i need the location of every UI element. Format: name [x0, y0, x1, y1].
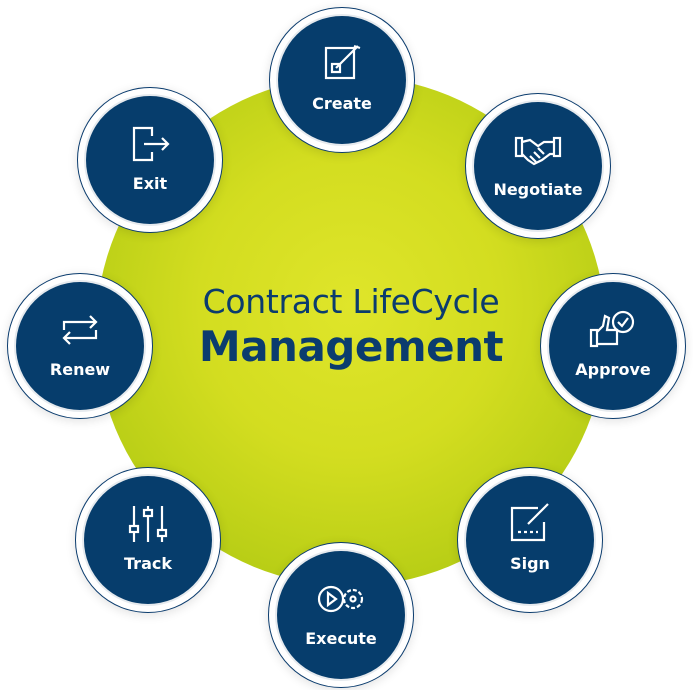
- stage-renew[interactable]: Renew: [7, 273, 153, 419]
- title-line-1: Contract LifeCycle: [202, 282, 500, 321]
- signature-icon: [510, 502, 549, 541]
- edit-document-icon: [324, 44, 361, 79]
- stage-approve[interactable]: Approve: [540, 273, 686, 419]
- stage-label: Approve: [575, 359, 651, 379]
- thumbs-up-check-icon: [589, 310, 635, 347]
- stage-label: Negotiate: [493, 179, 583, 199]
- stage-label: Execute: [305, 628, 377, 648]
- stage-sign[interactable]: Sign: [457, 467, 603, 613]
- title-line-2: Management: [198, 322, 504, 371]
- diagram-title: Contract LifeCycle Management: [96, 282, 606, 372]
- play-gear-icon: [317, 585, 364, 612]
- stage-track[interactable]: Track: [75, 467, 221, 613]
- stage-label: Renew: [49, 359, 111, 379]
- renew-arrows-icon: [62, 314, 98, 345]
- stage-label: Track: [124, 553, 172, 573]
- sliders-icon: [128, 505, 168, 542]
- stage-label: Sign: [510, 553, 550, 573]
- stage-exit[interactable]: Exit: [77, 87, 223, 233]
- exit-door-icon: [132, 126, 170, 161]
- handshake-icon: [514, 136, 562, 165]
- stage-label: Create: [312, 93, 372, 113]
- stage-execute[interactable]: Execute: [268, 542, 414, 688]
- stage-negotiate[interactable]: Negotiate: [465, 93, 611, 239]
- stage-label: Exit: [132, 173, 168, 193]
- stage-create[interactable]: Create: [269, 7, 415, 153]
